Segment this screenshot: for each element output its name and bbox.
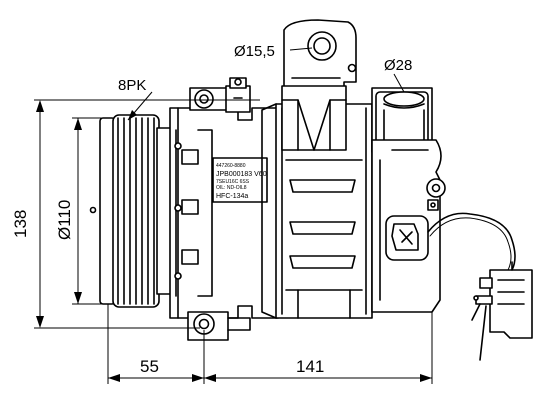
plug (471, 261, 533, 361)
mount-ear-bottom (187, 311, 251, 341)
mount-ear-top (189, 77, 251, 113)
dim-belt-label: 8PK (118, 77, 146, 94)
dim-pulley-offset-label: 55 (140, 357, 159, 376)
compressor-body (261, 103, 373, 319)
suction-port-block (281, 19, 357, 151)
electrical-connector (385, 212, 533, 361)
connector-wire (427, 212, 516, 271)
dim-suction-port-label: Ø15,5 (234, 43, 275, 60)
label-line-1: 447260-8880 (216, 163, 246, 169)
dim-height-label: 138 (11, 210, 30, 238)
discharge-port-block (371, 87, 433, 153)
label-line-4: OIL: ND-OIL8 (216, 185, 247, 191)
dimension-lines (34, 47, 433, 384)
label-line-3: 7SEU16C 6SS (216, 179, 250, 185)
label-line-2: JPB000183 V60 (216, 171, 267, 178)
label-plate: 447260-8880 JPB000183 V60 7SEU16C 6SS OI… (212, 157, 268, 203)
pulley-grooves (117, 117, 155, 305)
dim-body-length-label: 141 (296, 357, 324, 376)
body-ribs (285, 159, 363, 319)
label-line-5: HFC-134a (216, 193, 248, 200)
pulley (89, 114, 172, 308)
dim-pulley-diameter-label: Ø110 (55, 200, 74, 240)
dim-discharge-port-label: Ø28 (384, 57, 412, 74)
